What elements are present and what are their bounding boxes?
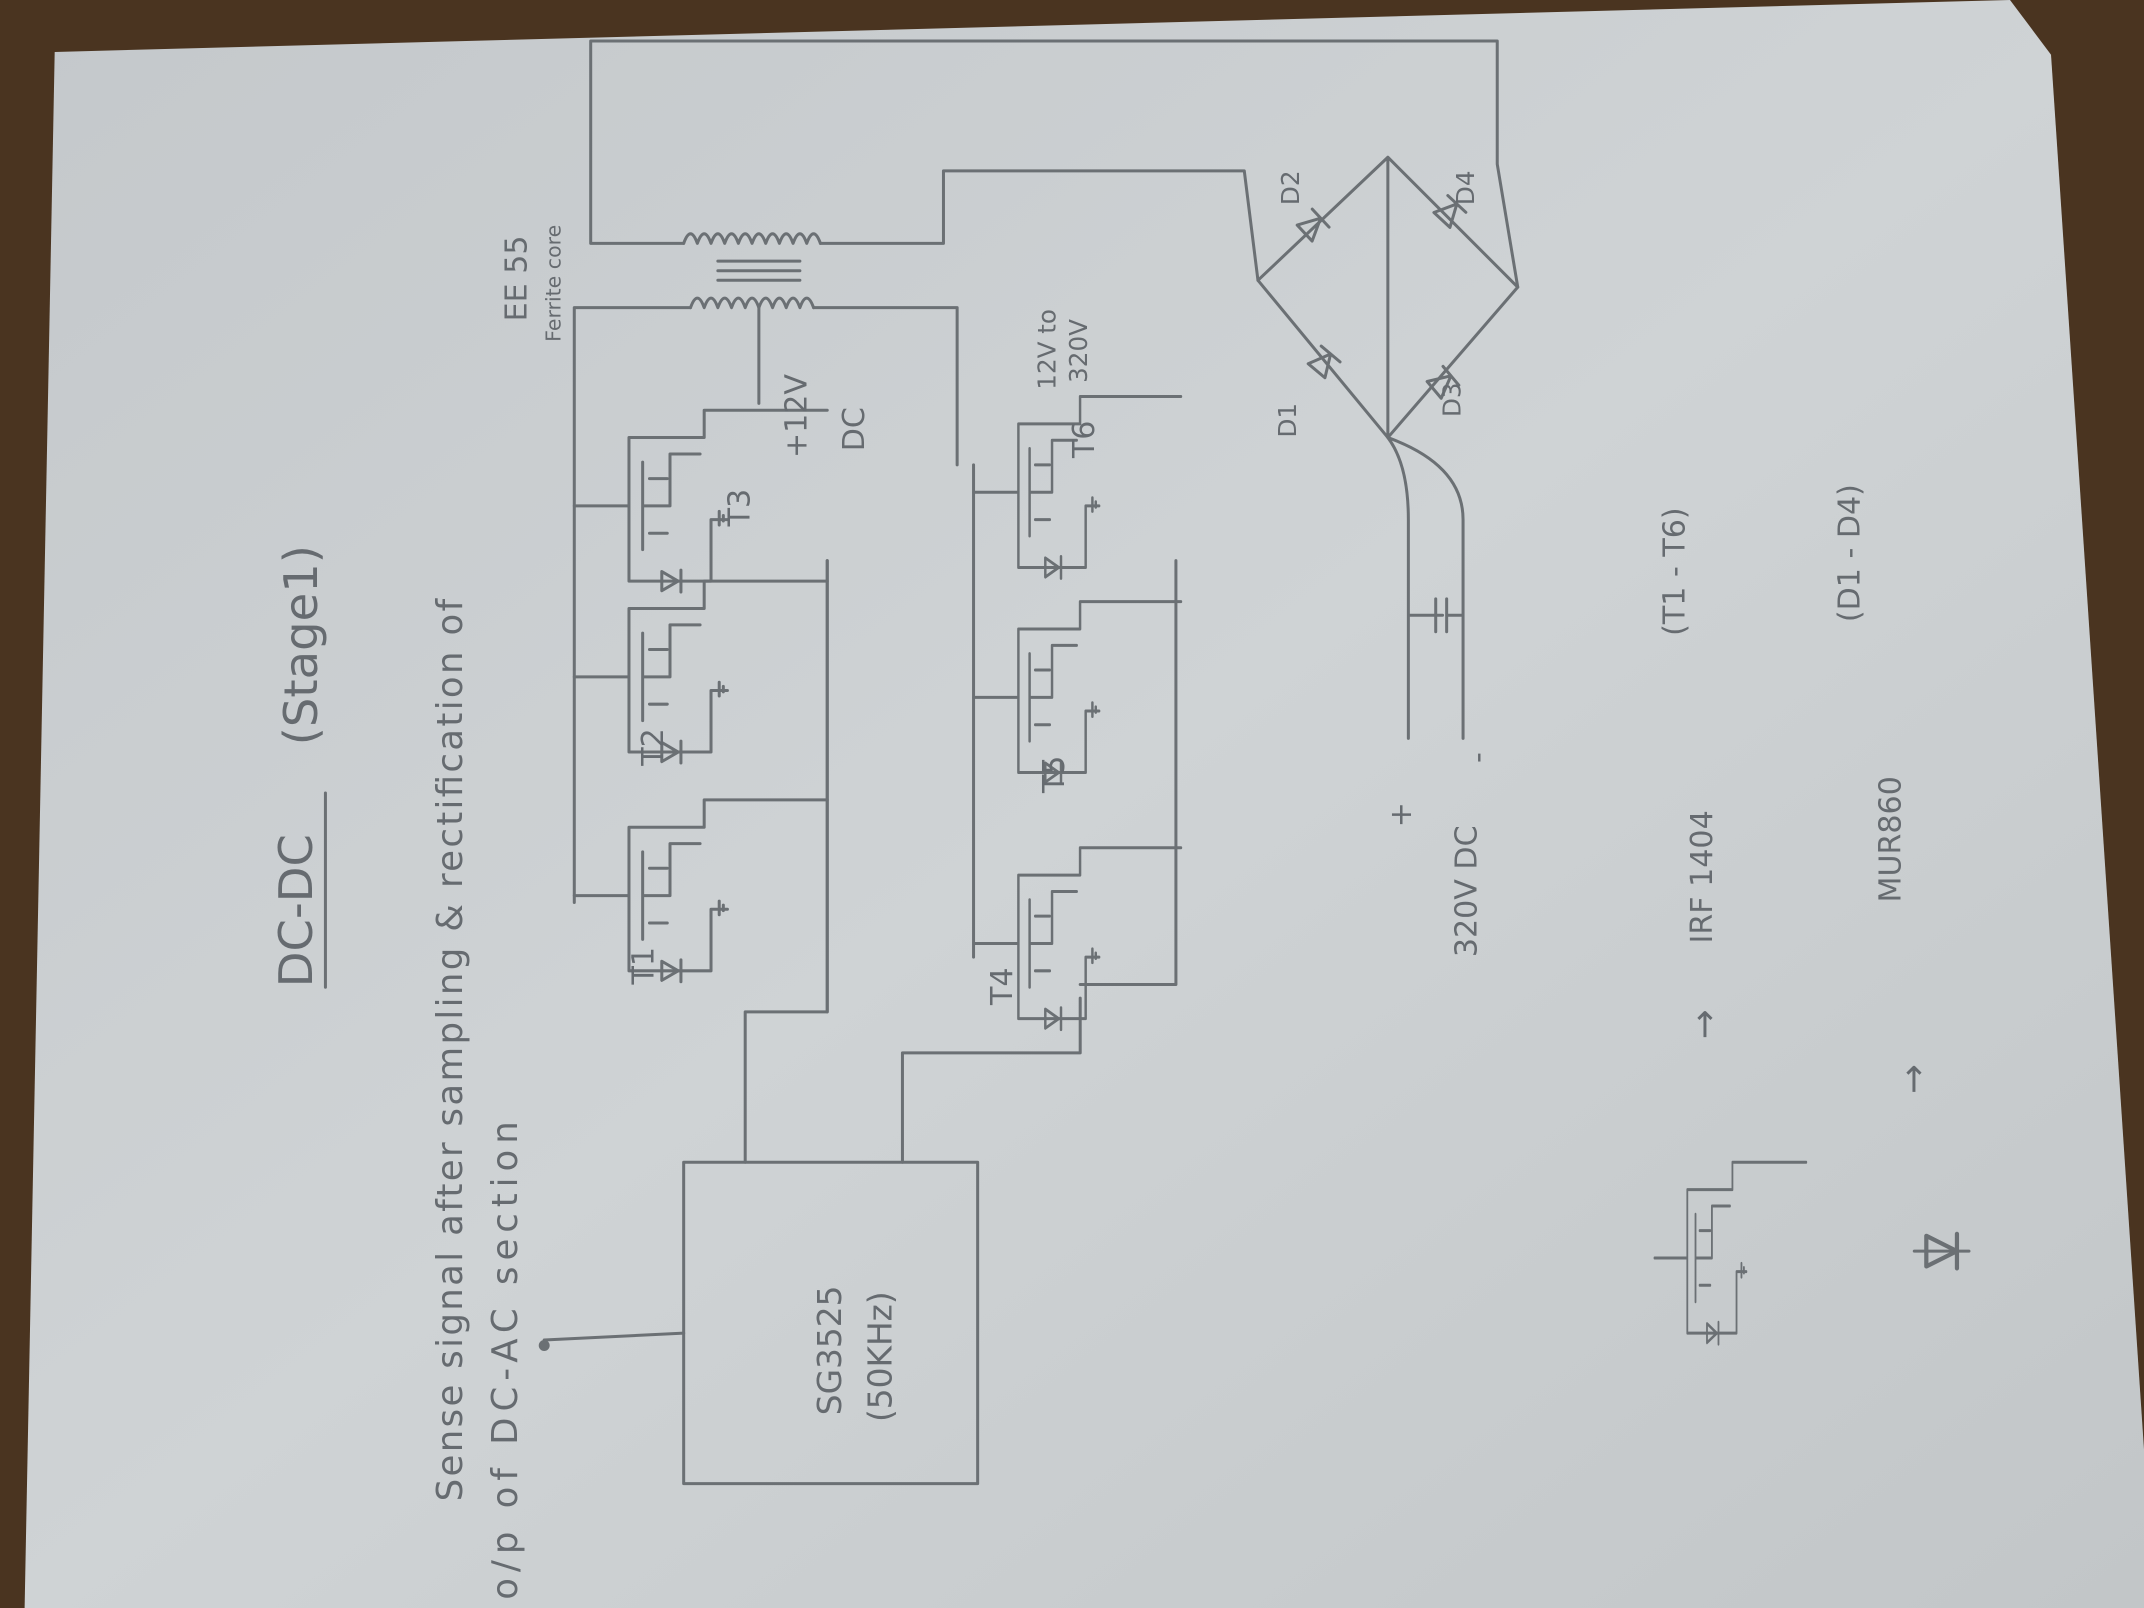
legend-arrow-mosfet: → [1684,1009,1725,1039]
label-t4: T4 [985,967,1020,1006]
supply-type: DC [837,407,872,451]
secondary-wire-a [589,39,1520,289]
transformer-secondary [682,232,822,245]
legend-mosfet-range: (T1 - T6) [1658,507,1693,635]
sense-note-line1: Sense signal after sampling & rectificat… [430,597,471,1501]
output-minus: - [1461,752,1496,763]
sense-wire [542,1331,686,1342]
label-d2: D2 [1276,170,1305,205]
controller-name: SG3525 [811,1286,849,1416]
sense-note-line2: o/p of DC-AC section [485,1121,526,1600]
transformer-core [716,259,802,282]
controller-frequency: (50KHz) [862,1291,900,1422]
label-d4: D4 [1451,170,1480,205]
label-t5: T5 [1037,756,1072,795]
upper-drain-bus [572,306,959,904]
output-plus: + [1384,802,1419,827]
output-wires-and-capacitor [1386,436,1465,740]
transformer-core-type: Ferrite core [542,225,566,342]
label-t1: T1 [627,947,662,986]
secondary-wire-b [818,169,1260,282]
sg3525-block [682,1160,980,1486]
label-t2: T2 [636,728,671,767]
output-voltage: 320V DC [1450,825,1485,957]
ratio-line1: 12V to [1033,309,1062,390]
label-d3: D3 [1437,382,1466,417]
transformer-name: EE 55 [499,235,534,321]
sense-input-node [538,1340,550,1351]
label-t6: T6 [1067,421,1102,460]
legend-arrow-diode: → [1893,1064,1934,1094]
label-d1: D1 [1273,403,1302,438]
transformer-primary [689,296,816,310]
diagram-title: DC-DC [269,834,323,987]
supply-voltage: +12V [780,374,815,458]
paper-sheet [24,0,2144,1608]
legend-mosfet-part: IRF 1404 [1685,810,1720,943]
diagram-subtitle: (Stage1) [274,545,328,745]
lower-source-bus [1078,559,1178,986]
legend-diode-part: MUR860 [1874,776,1909,902]
legend-diode-range: (D1 - D4) [1833,484,1868,622]
label-t3: T3 [722,489,757,528]
ratio-line2: 320V [1064,319,1093,383]
bridge-rectifier [1256,155,1520,440]
